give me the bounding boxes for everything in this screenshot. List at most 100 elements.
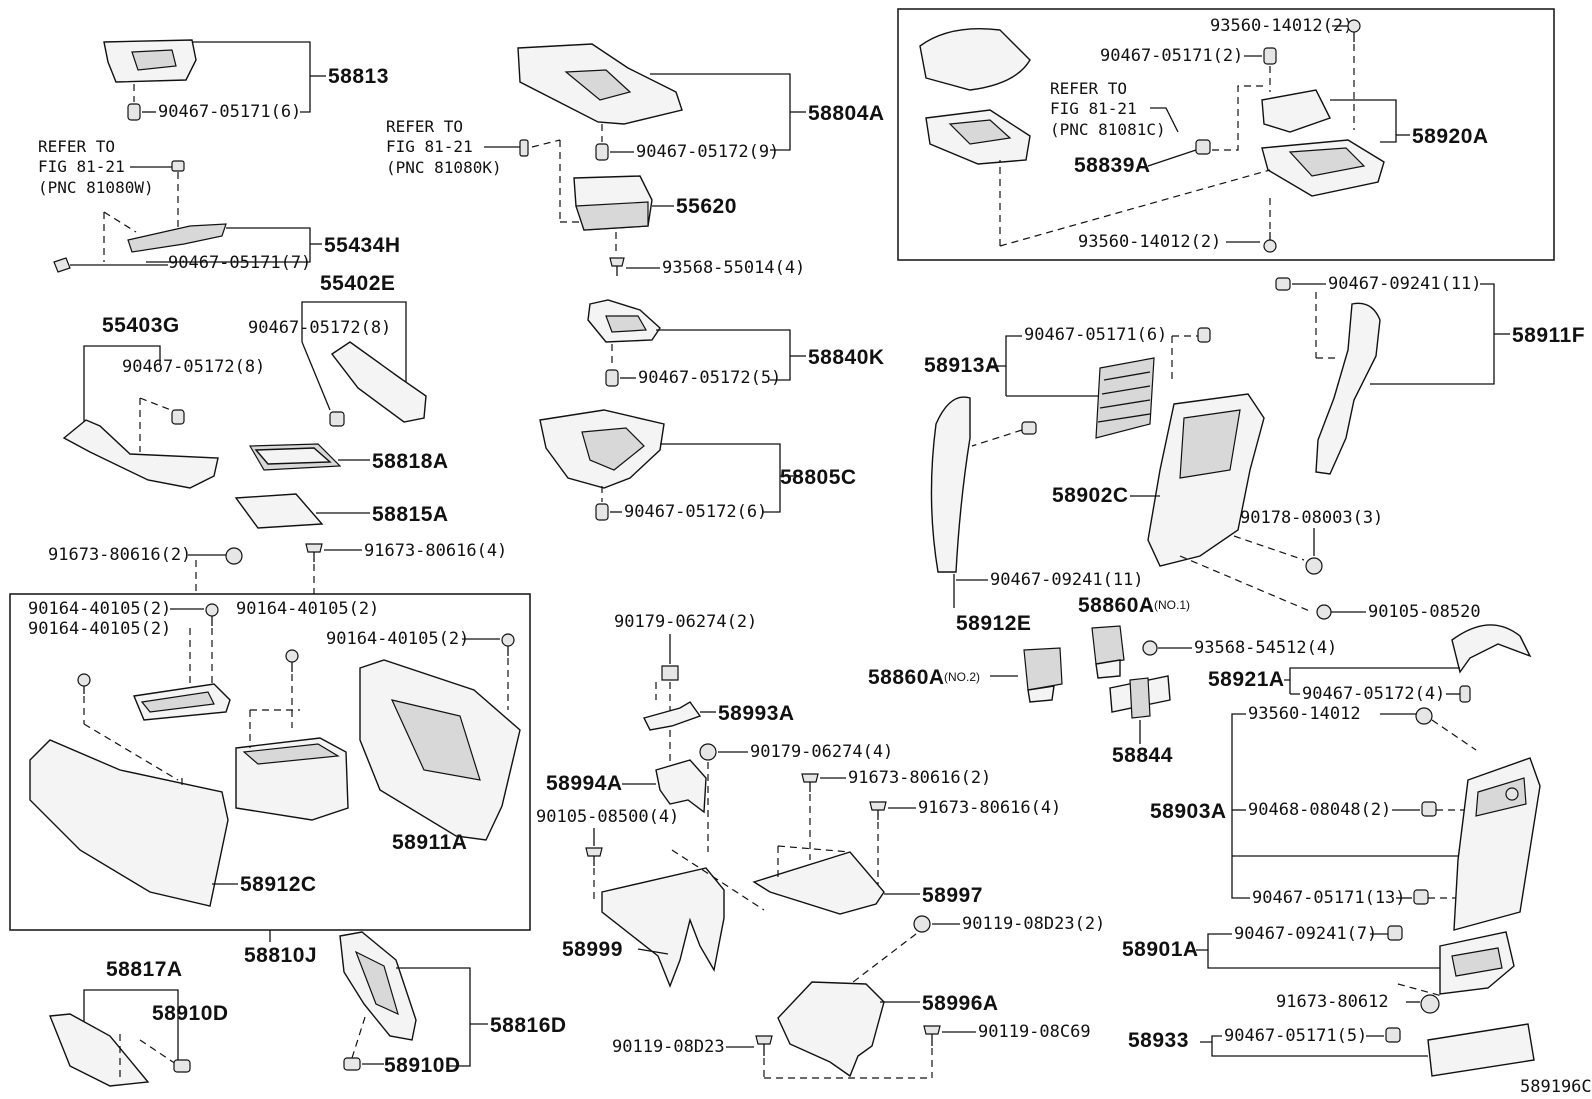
leader-line <box>301 301 407 396</box>
screw-icon <box>1347 19 1361 42</box>
callout-90467-05171-5: 90467-05171(5) <box>1224 1026 1367 1046</box>
part-label-58804A: 58804A <box>808 102 885 125</box>
leader-line <box>660 443 781 513</box>
leader-line <box>83 989 179 1060</box>
dashed-line <box>531 139 561 148</box>
part-58817A-panel <box>49 1013 150 1087</box>
screw-icon <box>755 1035 773 1056</box>
part-label-58921A: 58921A <box>1208 668 1285 691</box>
screw-icon <box>305 543 323 562</box>
part-label-58860A-no2: 58860A <box>868 666 945 689</box>
callout-91673-80616-4-b: 91673-80616(4) <box>918 798 1061 818</box>
dashed-line <box>671 849 765 911</box>
callout-90105-08520: 90105-08520 <box>1368 602 1481 622</box>
callout-93560-14012-2-b: 93560-14012(2) <box>1078 232 1221 252</box>
leader-line <box>1284 667 1460 681</box>
callout-90467-05172-5: 90467-05172(5) <box>638 368 781 388</box>
part-console-bracket-small <box>133 683 231 721</box>
dashed-line <box>139 1039 177 1065</box>
callout-90164-40105-2-d: 90164-40105(2) <box>326 629 469 649</box>
dashed-line <box>1431 719 1477 751</box>
clip-icon <box>343 1057 361 1071</box>
part-label-58910D: 58910D <box>152 1002 229 1025</box>
callout-91673-80616-2: 91673-80616(2) <box>48 545 191 565</box>
part-label-58910D-b: 58910D <box>384 1054 461 1077</box>
part-label-55434H: 55434H <box>324 234 401 257</box>
part-58901A-switch-module <box>1439 931 1515 995</box>
callout-90467-05172-8-b: 90467-05172(8) <box>248 318 391 338</box>
dashed-line <box>1212 85 1266 151</box>
part-label-55403G: 55403G <box>102 314 180 337</box>
part-label-58818A: 58818A <box>372 450 449 473</box>
callout-90467-05171-2: 90467-05171(2) <box>1100 46 1243 66</box>
part-58805C-tray <box>539 409 665 489</box>
part-58903A-rear-panel <box>1453 757 1541 931</box>
clip-icon <box>127 103 141 121</box>
part-label-55620: 55620 <box>676 195 737 218</box>
part-58902C-panel <box>1147 393 1265 567</box>
clip-icon <box>595 503 609 521</box>
dashed-line <box>1179 555 1313 613</box>
clip-icon <box>1421 801 1437 817</box>
part-label-58810J: 58810J <box>244 944 317 967</box>
part-armrest-base <box>925 109 1031 165</box>
clip-icon <box>1275 277 1291 291</box>
screw-icon <box>77 673 91 694</box>
dashed-line <box>777 845 851 853</box>
leader-line <box>656 329 791 381</box>
callout-90467-05172-8: 90467-05172(8) <box>122 357 265 377</box>
callout-90467-05171-7: 90467-05171(7) <box>168 253 311 273</box>
nut-icon <box>225 547 243 565</box>
clip-icon <box>53 257 71 273</box>
callout-91673-80616-4: 91673-80616(4) <box>364 541 507 561</box>
part-58816D-panel <box>339 931 417 1041</box>
refer-to-text: REFER TO <box>1050 79 1127 98</box>
leader-line <box>1196 933 1232 951</box>
part-58921A-trim <box>1451 624 1532 674</box>
clip-icon <box>329 411 345 427</box>
clip-icon <box>1263 47 1277 65</box>
part-58844-bracket <box>1109 675 1171 719</box>
leader-line <box>83 345 161 424</box>
leader-line <box>1200 1035 1222 1043</box>
part-label-58844: 58844 <box>1112 744 1173 767</box>
callout-90179-06274-2: 90179-06274(2) <box>614 612 757 632</box>
refer-to-text: REFER TO <box>38 137 115 156</box>
callout-90164-40105-2-a: 90164-40105(2) <box>28 599 171 619</box>
screw-icon <box>913 915 931 933</box>
callout-90164-40105-2-c: 90164-40105(2) <box>236 599 379 619</box>
screw-icon <box>1263 232 1277 253</box>
clip-icon <box>171 409 185 425</box>
leader-line <box>990 335 1022 367</box>
part-label-58817A: 58817A <box>106 958 183 981</box>
diagram-id: 589196C <box>1520 1077 1592 1097</box>
label-no2: (NO.2) <box>944 670 980 684</box>
callout-90467-09241-7: 90467-09241(7) <box>1234 924 1377 944</box>
part-label-58840K: 58840K <box>808 346 885 369</box>
callout-90467-05172-4: 90467-05172(4) <box>1302 684 1445 704</box>
screw-icon <box>501 633 515 656</box>
label-no1: (NO.1) <box>1154 598 1190 612</box>
part-label-58913A: 58913A <box>924 354 1001 377</box>
nut-icon <box>661 665 679 681</box>
clip-icon <box>173 1059 191 1073</box>
part-55434H-trim <box>127 223 227 253</box>
part-label-58911F: 58911F <box>1512 324 1585 347</box>
part-armrest-hinge <box>1261 89 1331 133</box>
callout-90119-08D23-2: 90119-08D23(2) <box>962 914 1105 934</box>
part-55620-unit <box>573 175 653 231</box>
refer-to-fig: FIG 81-21 <box>38 157 125 176</box>
group-box-armrest <box>897 8 1555 261</box>
clip-icon <box>595 143 609 161</box>
part-58999-bracket <box>601 867 725 988</box>
leader-line <box>1370 283 1495 385</box>
part-58815A-sheet <box>234 493 324 529</box>
callout-90179-06274-4: 90179-06274(4) <box>750 742 893 762</box>
callout-93560-14012-2: 93560-14012(2) <box>1210 16 1353 36</box>
nut-icon <box>699 743 717 761</box>
part-58840K-panel <box>587 299 661 343</box>
part-label-58860A-no1: 58860A <box>1078 594 1155 617</box>
part-58912C-lower-trim <box>29 739 229 907</box>
part-label-58912C: 58912C <box>240 873 317 896</box>
